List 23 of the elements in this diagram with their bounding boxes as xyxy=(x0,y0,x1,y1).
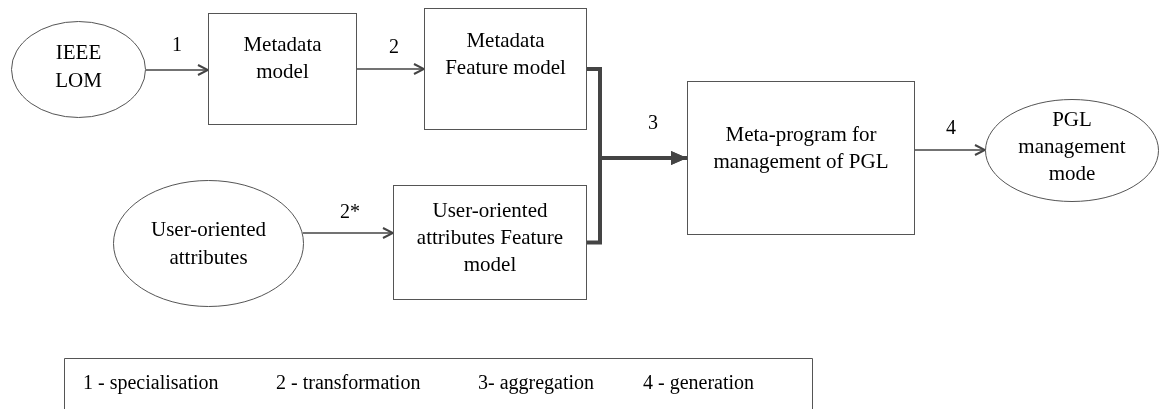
node-label: User-oriented attributes xyxy=(150,216,267,271)
legend-text: 2 - transformation xyxy=(276,371,421,393)
ellipse-node xyxy=(113,180,304,307)
process-box xyxy=(424,8,587,130)
legend-text: 1 - specialisation xyxy=(83,371,219,393)
node-label: Metadata model xyxy=(242,30,323,85)
process-box xyxy=(687,81,915,235)
legend-text: 3- aggregation xyxy=(478,371,595,393)
arrow xyxy=(356,63,425,75)
process-box xyxy=(393,185,587,300)
legend-text: 4 - generation xyxy=(643,371,755,393)
node-label: PGL management mode xyxy=(1017,105,1127,188)
node-label: Metadata Feature model xyxy=(444,26,567,81)
arrow xyxy=(914,144,986,156)
arrow xyxy=(145,64,209,76)
ellipse-node xyxy=(11,21,146,118)
process-box xyxy=(208,13,357,125)
ellipse-node xyxy=(985,99,1159,202)
arrow xyxy=(301,227,394,239)
node-label: User-oriented attributes Feature model xyxy=(415,196,565,279)
arrow xyxy=(587,151,687,245)
node-label: Meta-program for management of PGL xyxy=(712,120,890,175)
node-label: IEEE LOM xyxy=(54,39,103,94)
